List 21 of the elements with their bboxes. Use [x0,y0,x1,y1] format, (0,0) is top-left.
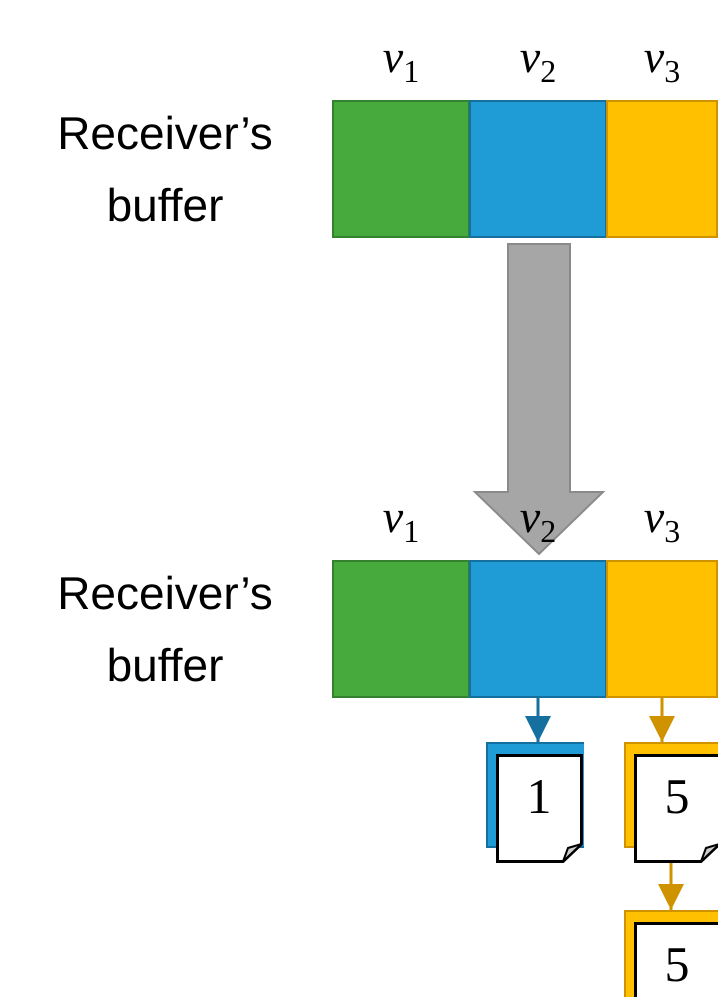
row-label: Receiver’s buffer [56,106,274,233]
buffer-cell [469,100,607,238]
buffer-cell [606,100,718,238]
arrow [649,698,675,742]
buffer-cell [332,560,470,698]
cell-label: v$_{1}$ [382,492,420,548]
buffer-cell [469,560,607,698]
cell-label: v$_{3}$ [642,32,682,88]
block-arrow [472,243,606,556]
document-number: 5 [664,936,690,992]
cell-label: v$_{3}$ [642,492,682,548]
arrow [658,863,684,910]
cell-label: v$_{2}$ [518,32,558,88]
row-label: Receiver’s buffer [56,566,274,693]
buffer-cell [606,560,718,698]
document-number: 5 [664,768,690,824]
document-number: 1 [526,768,552,824]
arrow [525,698,551,742]
buffer-cell [332,100,470,238]
cell-label: v$_{2}$ [518,492,558,548]
cell-label: v$_{1}$ [382,32,420,88]
